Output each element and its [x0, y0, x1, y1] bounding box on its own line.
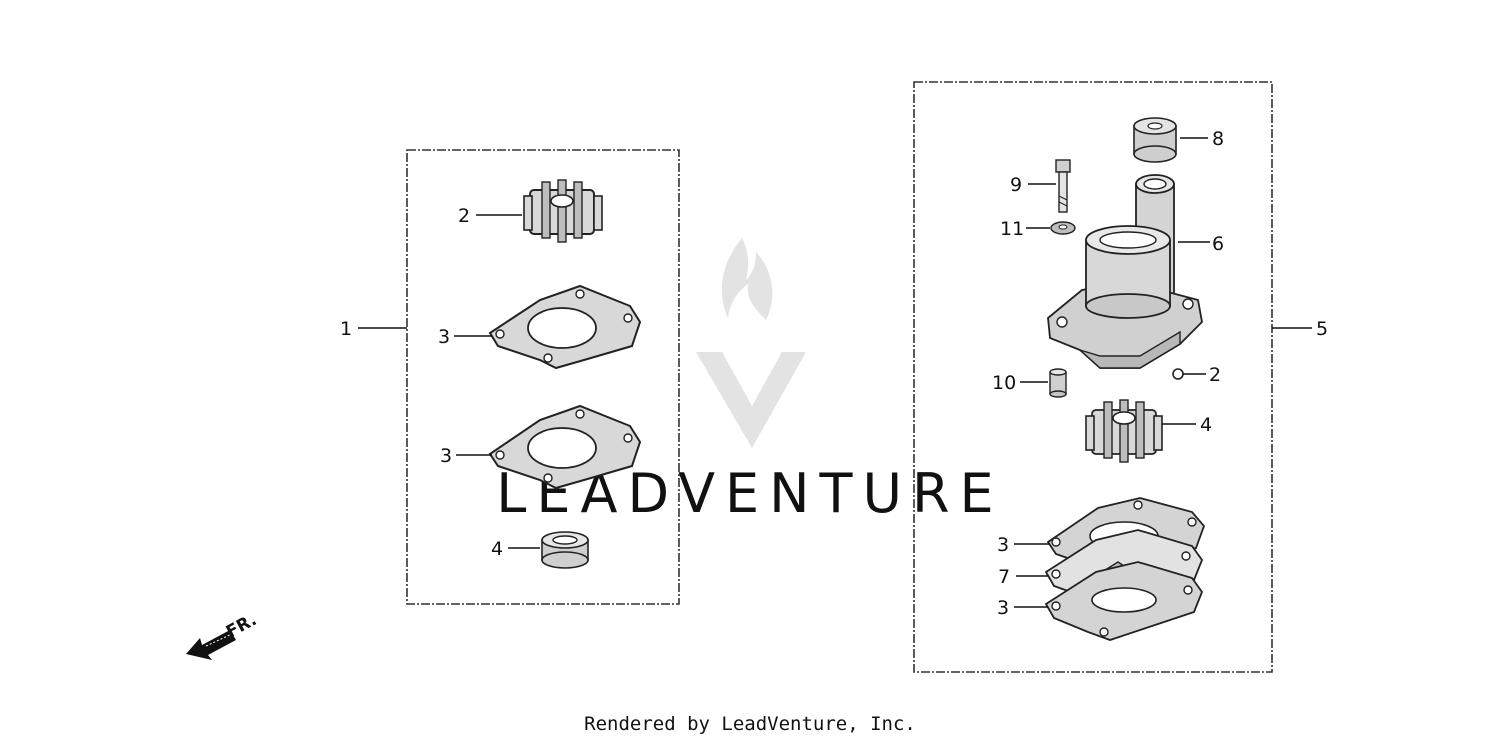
left-gasket-lower-part[interactable]: [488, 404, 642, 490]
leadventure-logo-mark: [696, 238, 806, 448]
callout-bolt: 9: [1010, 174, 1022, 196]
right-kit-frame: [913, 81, 1273, 673]
front-arrow-icon: [186, 630, 236, 660]
housing-part[interactable]: [1047, 174, 1203, 369]
callout-left-impeller: 2: [458, 205, 470, 227]
right-impeller-part[interactable]: [1085, 399, 1163, 463]
callout-gasket-top: 3: [997, 534, 1009, 556]
callout-grommet: 8: [1212, 128, 1224, 150]
callout-left-seal: 4: [491, 538, 503, 560]
housing-impeller-ref-marker: [1172, 368, 1184, 380]
washer-part[interactable]: [1050, 221, 1076, 235]
grommet-part[interactable]: [1133, 117, 1177, 163]
gasket-bottom-part[interactable]: [1044, 561, 1204, 641]
front-direction-indicator: FR.: [186, 610, 260, 660]
callout-pin: 10: [992, 372, 1016, 394]
pin-part[interactable]: [1049, 368, 1067, 398]
callout-left-gasket-upper: 3: [438, 326, 450, 348]
callout-gasket-bottom: 3: [997, 597, 1009, 619]
left-kit-frame: [406, 149, 680, 605]
left-seal-part[interactable]: [541, 531, 589, 569]
right-kit-group: 5 8 9 11: [913, 81, 1328, 673]
callout-washer: 11: [1000, 218, 1024, 240]
callout-right-kit: 5: [1316, 318, 1328, 340]
left-gasket-upper-part[interactable]: [488, 284, 642, 370]
callout-left-gasket-lower: 3: [440, 445, 452, 467]
footer-credit: Rendered by LeadVenture, Inc.: [584, 713, 916, 735]
callout-left-kit: 1: [340, 318, 352, 340]
bolt-part[interactable]: [1055, 159, 1071, 213]
callout-right-impeller: 4: [1200, 414, 1212, 436]
callout-housing: 6: [1212, 233, 1224, 255]
callout-housing-impeller-ref: 2: [1209, 364, 1221, 386]
left-impeller-part[interactable]: [523, 179, 603, 243]
callout-plate-middle: 7: [998, 566, 1010, 588]
left-kit-group: 1 2 3: [340, 149, 680, 605]
